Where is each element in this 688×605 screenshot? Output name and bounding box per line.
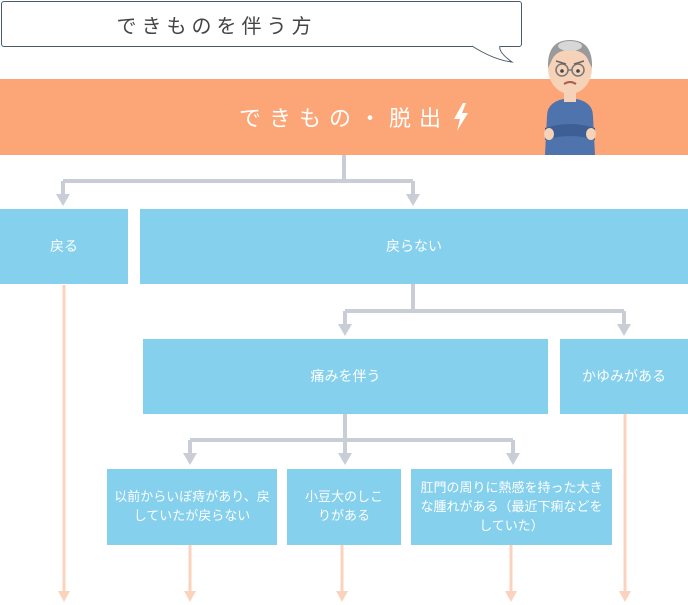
speech-bubble	[1, 1, 522, 47]
gray-connectors	[61, 155, 626, 455]
node-swelling: 肛門の周りに熱感を持った大きな腫れがある（最近下痢などをしていた）	[411, 469, 612, 545]
worried-elderly-man-illustration	[544, 40, 596, 155]
node-not-returns: 戻らない	[140, 209, 688, 284]
speech-bubble-tail	[471, 40, 514, 63]
terminal-arrowheads	[58, 591, 631, 602]
node-lump: 小豆大のしこりがある	[287, 469, 401, 545]
terminal-lines	[62, 285, 627, 593]
gray-arrowheads	[56, 194, 631, 465]
lightning-bolt-icon	[454, 103, 468, 131]
node-history: 以前からいぼ痔があり、戻していたが戻らない	[107, 469, 277, 545]
bubble-title: できものを伴う方	[116, 13, 317, 38]
node-with-pain: 痛みを伴う	[143, 339, 548, 414]
banner-title: できもの・脱出	[238, 107, 449, 132]
node-itchy: かゆみがある	[560, 339, 688, 414]
node-returns: 戻る	[0, 209, 128, 284]
